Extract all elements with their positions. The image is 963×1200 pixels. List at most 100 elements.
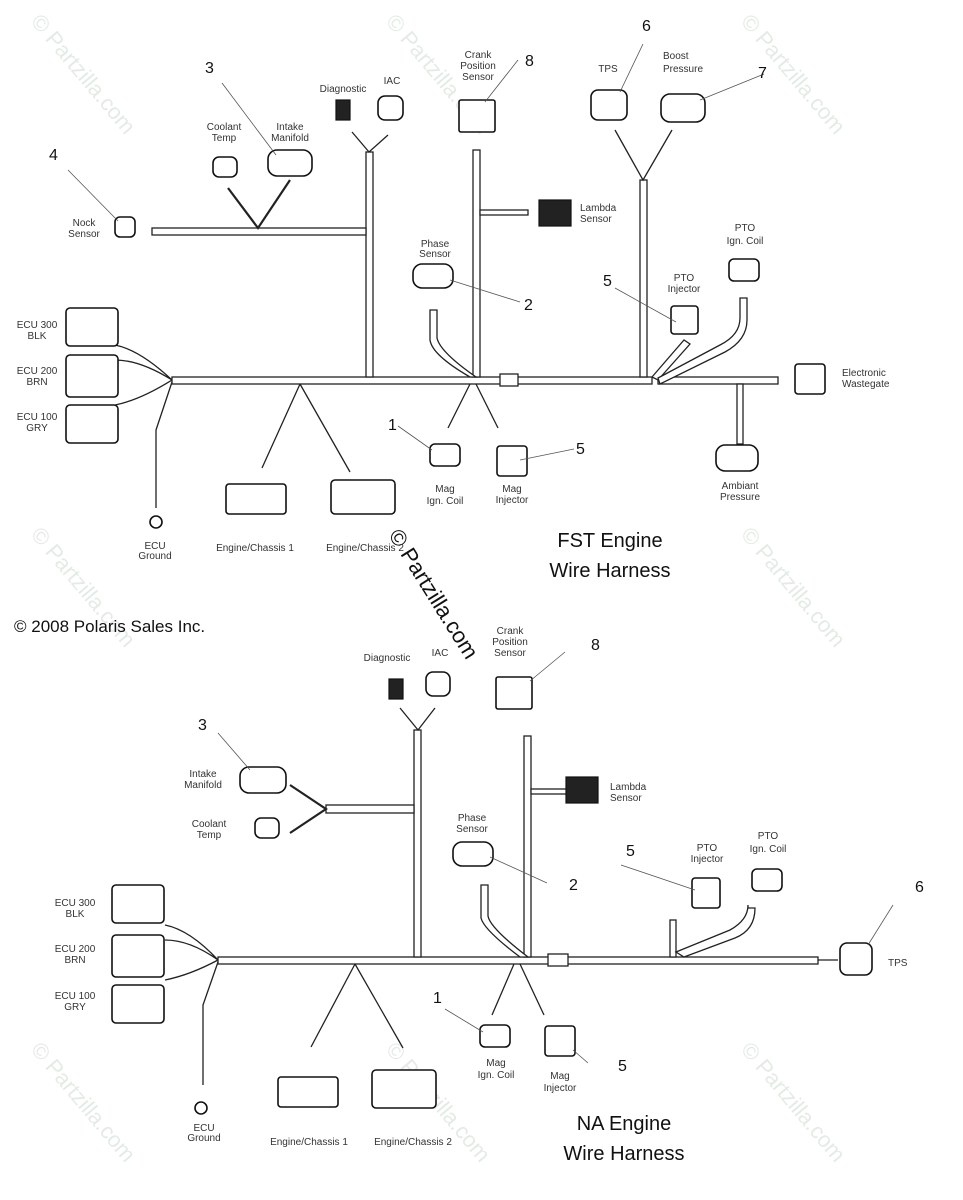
fst-wire-mag	[447, 383, 499, 429]
fst-engine-chassis-1-connector[interactable]	[225, 483, 287, 515]
na-ecu-ground-terminal[interactable]	[194, 1101, 208, 1115]
fst-branch-pto-coil	[657, 297, 748, 385]
fst-ecu-100-connector[interactable]	[65, 404, 119, 444]
callout-number: 5	[603, 273, 612, 290]
na-diagnostic-connector[interactable]	[388, 678, 404, 700]
callout-number: 4	[49, 147, 58, 164]
callout-number: 8	[525, 53, 534, 70]
na-junction-block	[547, 953, 569, 967]
fst-crank-position-connector[interactable]	[458, 99, 496, 133]
callout-number: 1	[388, 417, 397, 434]
na-main-trunk	[217, 956, 819, 965]
fst-boost-pressure-connector[interactable]	[660, 93, 706, 123]
na-engine-chassis-2-connector[interactable]	[371, 1069, 437, 1109]
fst-pto-injector-connector[interactable]	[670, 305, 699, 335]
na-crank-position-connector[interactable]	[495, 676, 533, 710]
callout-number: 7	[758, 65, 767, 82]
fst-nock-sensor-connector[interactable]	[114, 216, 136, 238]
callout-number: 5	[626, 843, 635, 860]
fst-mag-ign-coil-connector[interactable]	[429, 443, 461, 467]
fst-lambda-sensor-connector[interactable]	[538, 199, 572, 227]
fst-branch-lambda	[479, 209, 529, 216]
callout-number: 2	[569, 877, 578, 894]
fst-ambient-pressure-connector[interactable]	[715, 444, 759, 472]
na-intake-manifold-connector[interactable]	[239, 766, 287, 794]
fst-mag-injector-connector[interactable]	[496, 445, 528, 477]
watermark: © Partzilla.com	[736, 522, 850, 652]
na-branch-pto-coil	[674, 904, 756, 958]
na-wire-intake-coolant	[289, 784, 328, 834]
fst-tps-connector[interactable]	[590, 89, 628, 121]
callout-number: 2	[524, 297, 533, 314]
na-coolant-temp-connector[interactable]	[254, 817, 280, 839]
na-phase-sensor-connector[interactable]	[452, 841, 494, 867]
na-lambda-sensor-connector[interactable]	[565, 776, 599, 804]
na-branch-pto-inj	[669, 919, 677, 958]
fst-phase-sensor-connector[interactable]	[412, 263, 454, 289]
callout-number: 3	[205, 60, 214, 77]
fst-branch-diag	[365, 151, 374, 378]
fst-wire-ground	[155, 381, 173, 508]
na-pto-ign-coil-connector[interactable]	[751, 868, 783, 892]
fst-ecu-300-connector[interactable]	[65, 307, 119, 347]
watermark: © Partzilla.com	[736, 1037, 850, 1167]
na-ecu-200-connector[interactable]	[111, 934, 165, 978]
callout-number: 8	[591, 637, 600, 654]
na-wire-mag	[491, 963, 545, 1016]
fst-junction-block	[499, 373, 519, 387]
na-iac-connector[interactable]	[425, 671, 451, 697]
watermark: © Partzilla.com	[736, 9, 850, 139]
na-mag-injector-connector[interactable]	[544, 1025, 576, 1057]
label: Engine/Chassis 2	[374, 1137, 452, 1148]
watermark: © Partzilla.com	[26, 9, 140, 139]
fst-coolant-temp-connector[interactable]	[212, 156, 238, 178]
fst-intake-manifold-connector[interactable]	[267, 149, 313, 177]
fst-wire-ecu	[114, 344, 173, 406]
na-ecu-100-connector[interactable]	[111, 984, 165, 1024]
label: Diagnostic	[320, 84, 367, 95]
na-mag-ign-coil-connector[interactable]	[479, 1024, 511, 1048]
na-ecu-300-connector[interactable]	[111, 884, 165, 924]
fst-iac-connector[interactable]	[377, 95, 404, 121]
na-pto-injector-connector[interactable]	[691, 877, 721, 909]
na-wire-engine-chassis	[310, 963, 404, 1049]
na-engine-chassis-1-connector[interactable]	[277, 1076, 339, 1108]
fst-branch-phase	[429, 309, 479, 378]
fst-branch-tps	[639, 179, 648, 378]
na-tps-connector[interactable]	[839, 942, 873, 976]
fst-leader-lines	[67, 43, 765, 461]
label: TPS	[888, 958, 908, 969]
label: Engine/Chassis 2	[326, 543, 404, 554]
fst-ecu-ground-terminal[interactable]	[149, 515, 163, 529]
fst-engine-chassis-2-connector[interactable]	[330, 479, 396, 515]
label: Diagnostic	[364, 653, 411, 664]
fst-diagnostic-connector[interactable]	[335, 99, 351, 121]
callout-number: 1	[433, 990, 442, 1007]
fst-ecu-200-connector[interactable]	[65, 354, 119, 398]
fst-main-trunk	[171, 376, 653, 385]
fst-pto-ign-coil-connector[interactable]	[728, 258, 760, 282]
fst-wire-engine-chassis	[261, 383, 351, 473]
fst-electronic-wastegate-connector[interactable]	[794, 363, 826, 395]
